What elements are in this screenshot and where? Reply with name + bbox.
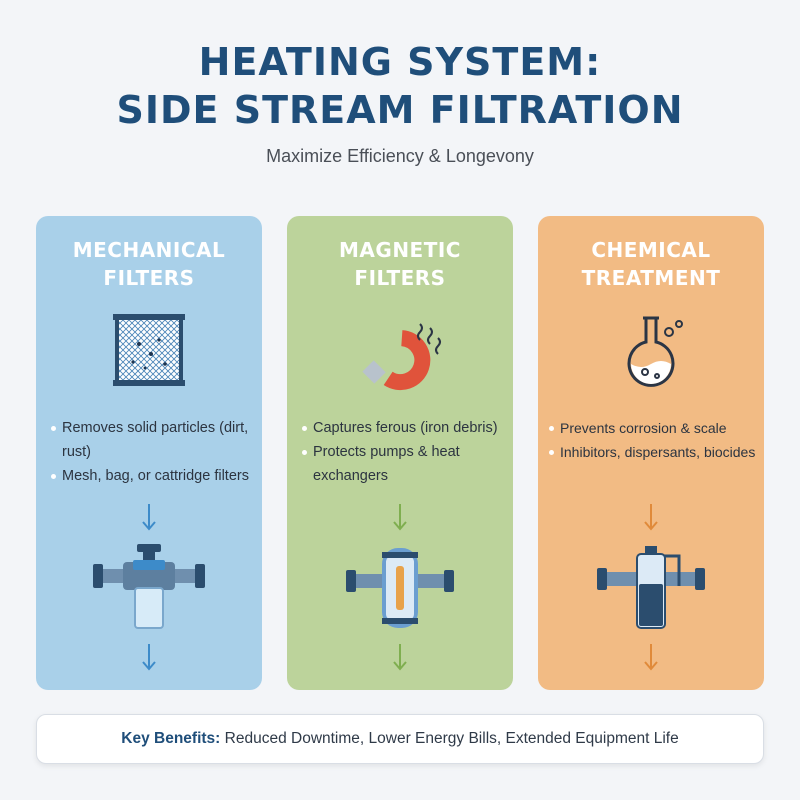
key-benefits-banner: Key Benefits: Reduced Downtime, Lower En…: [36, 714, 764, 764]
card-title: MAGNETIC FILTERS: [287, 236, 513, 292]
card-title-line-1: MAGNETIC: [339, 238, 461, 262]
bullet-item: Protects pumps & heat exchangers: [301, 440, 511, 488]
mesh-filter-icon: [113, 314, 185, 386]
card-title-line-1: MECHANICAL: [72, 238, 226, 262]
page-title: HEATING SYSTEM: SIDE STREAM FILTRATION: [0, 38, 800, 134]
key-benefits-label: Key Benefits:: [121, 730, 221, 747]
card-title: MECHANICAL FILTERS: [36, 236, 262, 292]
arrow-down-icon: [644, 644, 658, 671]
bullet-list: Removes solid particles (dirt, rust) Mes…: [50, 416, 260, 488]
key-benefits-text: Reduced Downtime, Lower Energy Bills, Ex…: [220, 730, 679, 747]
arrow-down-icon: [644, 504, 658, 531]
card-chemical-treatment: CHEMICAL TREATMENT Prevents corrosion & …: [538, 216, 764, 690]
bullet-item: Captures ferous (iron debris): [301, 416, 511, 440]
card-mechanical-filters: MECHANICAL FILTERS Removes solid particl…: [36, 216, 262, 690]
title-line-1: HEATING SYSTEM:: [198, 40, 602, 84]
card-magnetic-filters: MAGNETIC FILTERS Captures ferous (iron d…: [287, 216, 513, 690]
flask-icon: [627, 316, 683, 387]
arrow-down-icon: [393, 504, 407, 531]
bullet-item: Mesh, bag, or cattridge filters: [50, 464, 260, 488]
card-title-line-2: FILTERS: [354, 266, 446, 290]
page-subtitle: Maximize Efficiency & Longevony: [266, 146, 534, 166]
magnetic-filter-unit-icon: [346, 548, 454, 628]
card-title-line-2: TREATMENT: [581, 266, 721, 290]
bullet-item: Removes solid particles (dirt, rust): [50, 416, 260, 464]
dosing-pot-icon: [597, 546, 705, 629]
bullet-item: Inhibitors, dispersants, biocides: [548, 440, 762, 464]
arrow-down-icon: [393, 644, 407, 671]
bullet-list: Captures ferous (iron debris) Protects p…: [301, 416, 511, 488]
title-line-2: SIDE STREAM FILTRATION: [116, 88, 684, 132]
card-title: CHEMICAL TREATMENT: [538, 236, 764, 292]
magnet-icon: [362, 323, 441, 391]
bullet-list: Prevents corrosion & scale Inhibitors, d…: [548, 416, 762, 464]
bullet-item: Prevents corrosion & scale: [548, 416, 762, 440]
card-title-line-1: CHEMICAL: [591, 238, 711, 262]
arrow-down-icon: [142, 504, 156, 531]
cartridge-filter-housing-icon: [93, 544, 205, 629]
arrow-down-icon: [142, 644, 156, 671]
card-title-line-2: FILTERS: [103, 266, 195, 290]
